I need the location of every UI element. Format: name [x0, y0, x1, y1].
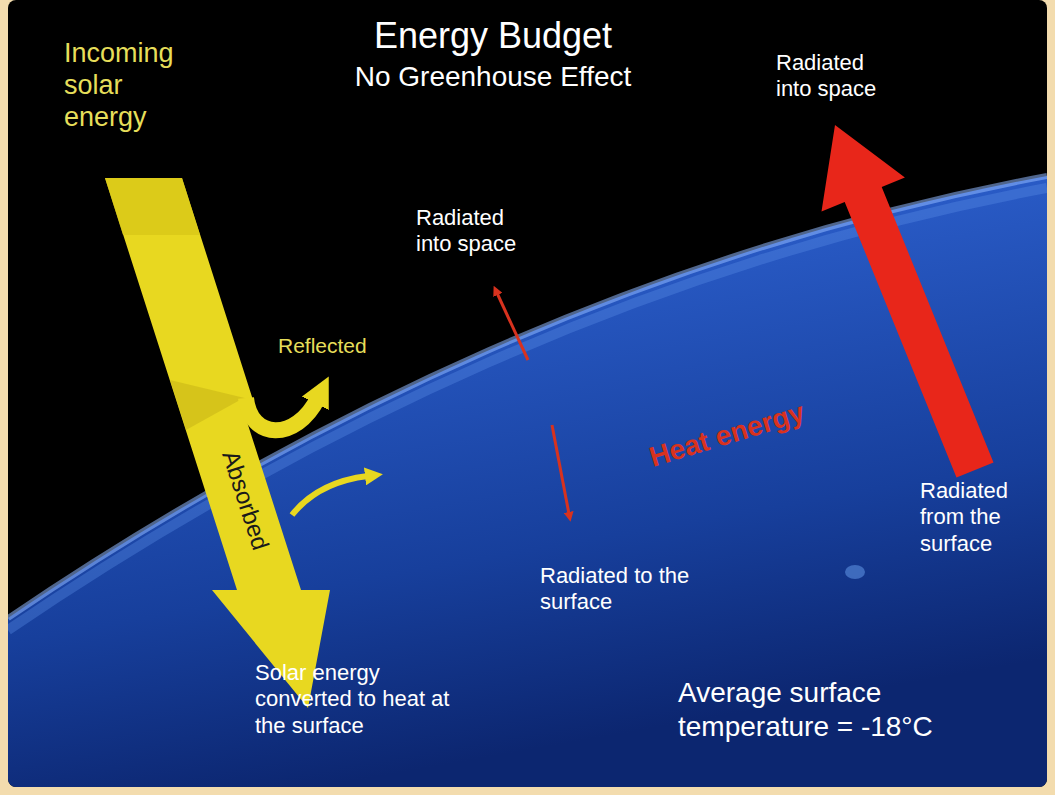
- red-arrow-down: [552, 425, 569, 514]
- absorbed-side-arrow: [292, 476, 368, 515]
- flow-label: Radiated into space: [776, 50, 894, 103]
- space-panel: [8, 0, 1047, 787]
- reflected-arrow: [246, 398, 318, 430]
- surface-radiation-arrow: [822, 125, 994, 478]
- flow-label: Reflected: [278, 333, 398, 358]
- flow-label: Radiated into space: [416, 205, 541, 258]
- flow-label: Radiated to the surface: [540, 563, 705, 616]
- red-arrow-up: [497, 293, 528, 360]
- flow-label: Absorbed: [213, 439, 277, 562]
- temperature-note: Average surface temperature = -18°C: [678, 676, 1023, 743]
- solar-arrow: [105, 178, 330, 708]
- flow-label: Radiated from the surface: [920, 478, 1038, 557]
- diagram-subtitle: No Greenhouse Effect: [298, 60, 688, 94]
- heat-label: Heat energy: [631, 391, 823, 479]
- input-label: Incoming solar energy: [64, 38, 189, 134]
- diagram-title: Energy Budget: [298, 14, 688, 57]
- flow-label: Solar energy converted to heat at the su…: [255, 660, 465, 739]
